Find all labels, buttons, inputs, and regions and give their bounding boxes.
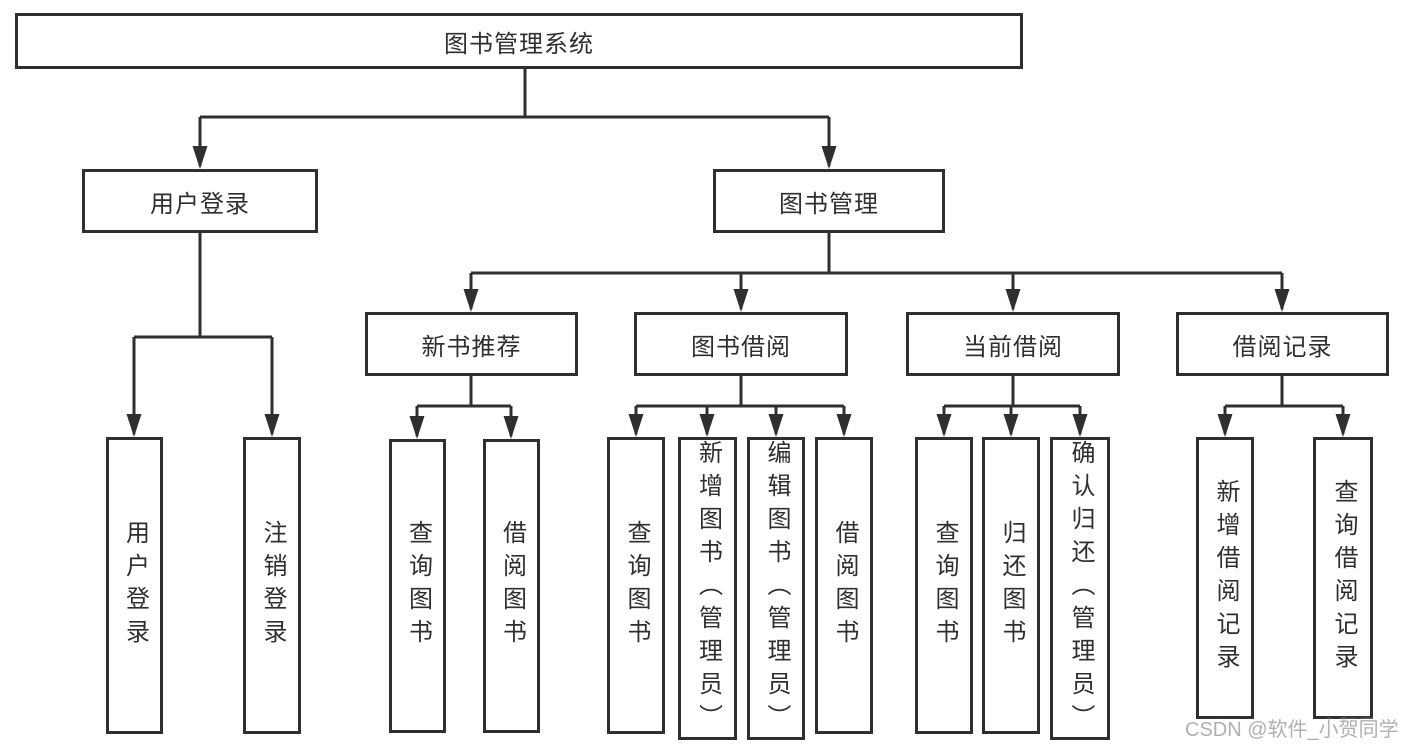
arrowhead bbox=[1274, 289, 1290, 312]
leaf-add-book-admin-label: 新增图书（管理员） bbox=[694, 440, 722, 737]
leaf-user-login: 用户登录 bbox=[106, 437, 163, 734]
line bbox=[415, 376, 513, 436]
leaf-borrow-book-2: 借阅图书 bbox=[815, 437, 873, 734]
arrowhead bbox=[836, 414, 852, 437]
arrowhead bbox=[503, 416, 519, 439]
arrowhead bbox=[409, 416, 425, 439]
arrowhead bbox=[768, 414, 784, 437]
line bbox=[1223, 376, 1345, 434]
node-root: 图书管理系统 bbox=[15, 13, 1023, 69]
leaf-add-book-admin: 新增图书（管理员） bbox=[678, 437, 737, 740]
leaf-add-borrow-record-label: 新增借阅记录 bbox=[1212, 479, 1239, 677]
leaf-query-book-2: 查询图书 bbox=[607, 437, 665, 734]
node-book-management: 图书管理 bbox=[713, 169, 945, 233]
connector-new-book bbox=[409, 376, 519, 439]
leaf-user-login-label: 用户登录 bbox=[121, 519, 149, 652]
node-borrow-records: 借阅记录 bbox=[1176, 312, 1389, 376]
leaf-confirm-return-admin: 确认归还（管理员） bbox=[1050, 437, 1110, 740]
arrowhead bbox=[1003, 414, 1019, 437]
leaf-query-borrow-record-label: 查询借阅记录 bbox=[1330, 479, 1357, 677]
node-new-book-recommend: 新书推荐 bbox=[365, 312, 578, 376]
arrowhead bbox=[1005, 289, 1021, 312]
node-root-label: 图书管理系统 bbox=[444, 30, 594, 58]
leaf-borrow-book-1-label: 借阅图书 bbox=[498, 520, 526, 652]
leaf-logout: 注销登录 bbox=[243, 437, 301, 734]
arrowhead bbox=[1335, 414, 1351, 437]
csdn-watermark: CSDN @软件_小贺同学 bbox=[1185, 719, 1399, 741]
node-user-login-label: 用户登录 bbox=[150, 190, 250, 218]
connector-current-borrow bbox=[936, 376, 1088, 437]
line bbox=[469, 233, 1284, 309]
arrowhead bbox=[936, 414, 952, 437]
arrowhead bbox=[733, 289, 749, 312]
node-book-borrow-label: 图书借阅 bbox=[691, 333, 791, 361]
leaf-return-book: 归还图书 bbox=[982, 437, 1040, 734]
connector-user-login bbox=[126, 233, 280, 437]
arrowhead bbox=[1217, 414, 1233, 437]
connector-root bbox=[192, 69, 837, 169]
node-current-borrow: 当前借阅 bbox=[906, 312, 1120, 376]
leaf-logout-label: 注销登录 bbox=[259, 519, 286, 652]
leaf-return-book-label: 归还图书 bbox=[998, 519, 1025, 652]
arrowhead bbox=[628, 414, 644, 437]
node-book-management-label: 图书管理 bbox=[779, 190, 879, 218]
arrowhead bbox=[821, 146, 837, 169]
leaf-query-book-3: 查询图书 bbox=[915, 437, 973, 734]
arrowhead bbox=[126, 414, 142, 437]
leaf-query-book-1: 查询图书 bbox=[389, 439, 446, 733]
connector-borrow-records bbox=[1217, 376, 1351, 437]
arrowhead bbox=[192, 146, 208, 169]
leaf-edit-book-admin-label: 编辑图书（管理员） bbox=[763, 440, 790, 737]
node-borrow-records-label: 借阅记录 bbox=[1232, 333, 1333, 361]
leaf-query-book-1-label: 查询图书 bbox=[404, 520, 432, 652]
leaf-borrow-book-2-label: 借阅图书 bbox=[831, 519, 858, 652]
connector-book-management bbox=[463, 233, 1290, 312]
arrowhead bbox=[264, 414, 280, 437]
leaf-query-borrow-record: 查询借阅记录 bbox=[1313, 437, 1373, 719]
leaf-query-book-3-label: 查询图书 bbox=[931, 519, 958, 652]
node-book-borrow: 图书借阅 bbox=[634, 312, 848, 376]
connector-book-borrow bbox=[628, 376, 852, 437]
leaf-add-borrow-record: 新增借阅记录 bbox=[1196, 437, 1254, 719]
line bbox=[132, 233, 274, 434]
line bbox=[634, 376, 846, 434]
line bbox=[198, 69, 831, 166]
leaf-confirm-return-admin-label: 确认归还（管理员） bbox=[1067, 440, 1094, 737]
leaf-borrow-book-1: 借阅图书 bbox=[483, 439, 540, 733]
arrowhead bbox=[699, 414, 715, 437]
node-user-login: 用户登录 bbox=[82, 169, 318, 233]
arrowhead bbox=[1072, 414, 1088, 437]
node-new-book-recommend-label: 新书推荐 bbox=[421, 333, 522, 361]
leaf-edit-book-admin: 编辑图书（管理员） bbox=[747, 437, 805, 740]
leaf-query-book-2-label: 查询图书 bbox=[623, 519, 650, 652]
arrowhead bbox=[463, 289, 479, 312]
node-current-borrow-label: 当前借阅 bbox=[963, 333, 1063, 361]
